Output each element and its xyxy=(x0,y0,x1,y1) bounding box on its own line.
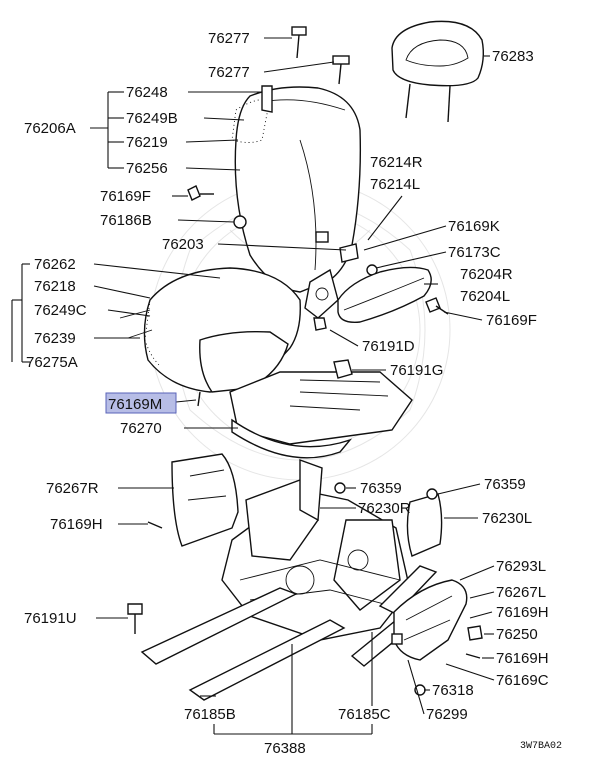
label-76169h-right-2: 76169H xyxy=(496,650,549,667)
label-76185c: 76185C xyxy=(338,706,391,723)
side-shield-right xyxy=(171,453,239,547)
label-76204l: 76204L xyxy=(460,288,510,305)
label-76359-left: 76359 xyxy=(360,480,402,497)
label-76169f-top: 76169F xyxy=(100,188,151,205)
diagram-code: 3W7BA02 xyxy=(520,741,562,752)
label-76262: 76262 xyxy=(34,256,76,273)
lever-assembly xyxy=(391,579,468,661)
part-labels: 76277 76277 76283 76248 76249B 76206A 76… xyxy=(24,30,562,757)
label-76219: 76219 xyxy=(126,134,168,151)
label-76185b: 76185B xyxy=(184,706,236,723)
label-76203: 76203 xyxy=(162,236,204,253)
label-76248: 76248 xyxy=(126,84,168,101)
label-76173c: 76173C xyxy=(448,244,501,261)
label-76293l: 76293L xyxy=(496,558,546,575)
seat-pan xyxy=(229,371,413,459)
label-76270: 76270 xyxy=(120,420,162,437)
label-76359-right: 76359 xyxy=(484,476,526,493)
label-76388: 76388 xyxy=(264,740,306,757)
label-76250: 76250 xyxy=(496,626,538,643)
label-76218: 76218 xyxy=(34,278,76,295)
label-76191g: 76191G xyxy=(390,362,443,379)
label-76256: 76256 xyxy=(126,160,168,177)
label-76191u: 76191U xyxy=(24,610,77,627)
recliner-cover xyxy=(337,266,432,323)
label-76318: 76318 xyxy=(432,682,474,699)
highlight-box-76169m xyxy=(105,392,177,414)
label-76230r: 76230R xyxy=(358,500,411,517)
headrest-guide-bottom xyxy=(332,55,350,85)
label-76169h-left: 76169H xyxy=(50,516,103,533)
label-76214r: 76214R xyxy=(370,154,423,171)
recliner-mechanism xyxy=(304,243,378,319)
label-76249b: 76249B xyxy=(126,110,178,127)
label-76169c: 76169C xyxy=(496,672,549,689)
label-76275a: 76275A xyxy=(26,354,78,371)
side-shield-left xyxy=(406,493,443,557)
label-76239: 76239 xyxy=(34,330,76,347)
label-76169k: 76169K xyxy=(448,218,500,235)
seat-cushion xyxy=(119,267,301,393)
label-76283: 76283 xyxy=(492,48,534,65)
headrest-guide-top xyxy=(291,26,307,59)
label-76267l: 76267L xyxy=(496,584,546,601)
label-76169f-right: 76169F xyxy=(486,312,537,329)
label-76249c: 76249C xyxy=(34,302,87,319)
label-76204r: 76204R xyxy=(460,266,513,283)
label-76191d: 76191D xyxy=(362,338,415,355)
label-76299: 76299 xyxy=(426,706,468,723)
label-76186b: 76186B xyxy=(100,212,152,229)
seat-back xyxy=(231,85,362,293)
leader-lines xyxy=(11,37,495,735)
label-76169h-right-1: 76169H xyxy=(496,604,549,621)
label-76169m: 76169M xyxy=(108,396,162,413)
label-76277-bottom: 76277 xyxy=(208,64,250,81)
headrest xyxy=(391,20,485,123)
label-76277-top: 76277 xyxy=(208,30,250,47)
label-76267r: 76267R xyxy=(46,480,99,497)
label-76230l: 76230L xyxy=(482,510,532,527)
label-76206a: 76206A xyxy=(24,120,76,137)
label-76214l: 76214L xyxy=(370,176,420,193)
